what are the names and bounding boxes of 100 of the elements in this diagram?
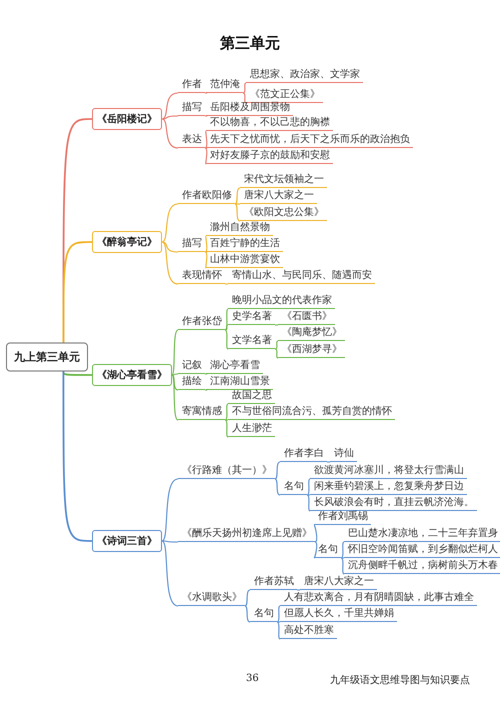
connector-line bbox=[162, 478, 178, 542]
connector-line bbox=[204, 130, 208, 148]
connector-line bbox=[162, 118, 178, 149]
subtopic-label: 名句 bbox=[250, 608, 277, 622]
subtopic-label: 作者苏轼 bbox=[250, 576, 297, 590]
page-number: 36 bbox=[246, 673, 259, 684]
connector-line bbox=[306, 478, 310, 496]
topic-box: 《湖心亭看雪》 bbox=[92, 364, 172, 386]
subtopic-label: 对好友滕子京的鼓励和安慰 bbox=[206, 150, 333, 164]
connector-line bbox=[277, 621, 280, 623]
subtopic-label: 人有悲欢离合，月有阴晴圆缺，此事古难全 bbox=[280, 592, 477, 606]
subtopic-label: 高处不胜寒 bbox=[280, 625, 337, 639]
subtopic-label: 人生渺茫 bbox=[228, 423, 275, 437]
subtopic-label: 名句 bbox=[280, 481, 307, 495]
subtopic-label: 《石匮书》 bbox=[278, 311, 335, 325]
connector-line bbox=[306, 494, 310, 512]
subtopic-label: 描写 bbox=[178, 238, 205, 252]
subtopic-label: 文学名著 bbox=[228, 335, 275, 349]
connector-line bbox=[297, 589, 300, 591]
connector-line bbox=[204, 148, 208, 164]
connector-line bbox=[224, 324, 228, 331]
connector-line bbox=[234, 188, 240, 204]
subtopic-label: 怀旧空吟闻笛赋，到乡翻似烂柯人 bbox=[344, 544, 500, 558]
subtopic-label: 作者刘禹锡 bbox=[314, 511, 371, 525]
subtopic-label: 故国之思 bbox=[228, 390, 275, 404]
subtopic-label: 描写 bbox=[178, 102, 205, 116]
connector-line bbox=[162, 540, 178, 607]
footer-text: 九年级语文思维导图与知识要点 bbox=[330, 674, 470, 687]
connector-line bbox=[274, 340, 278, 350]
connector-line bbox=[204, 252, 208, 268]
subtopic-label: 巴山楚水凄凉地，二十三年弃置身 bbox=[344, 528, 500, 542]
subtopic-label: 史学名著 bbox=[228, 311, 275, 325]
subtopic-label: 作者 bbox=[178, 79, 205, 93]
connector-line bbox=[162, 241, 178, 253]
subtopic-label: 但愿人长久，千里共婵娟 bbox=[280, 608, 397, 622]
subtopic-label: 岳阳楼及周围景物 bbox=[206, 102, 293, 116]
subtopic-label: 诗仙 bbox=[330, 448, 357, 462]
subtopic-label: 思想家、政治家、文学家 bbox=[246, 69, 363, 83]
connector-line bbox=[275, 324, 278, 326]
subtopic-label: 表现情怀 bbox=[178, 270, 225, 284]
subtopic-label: 名句 bbox=[314, 544, 341, 558]
subtopic-label: 《行路难（其一）》 bbox=[178, 465, 275, 479]
connector-line bbox=[307, 494, 310, 496]
connector-line bbox=[274, 348, 278, 358]
page-title: 第三单元 bbox=[220, 34, 280, 53]
connector-line bbox=[244, 606, 250, 622]
connector-line bbox=[62, 371, 92, 376]
connector-line bbox=[314, 542, 318, 558]
subtopic-label: 《水调歌头》 bbox=[178, 592, 245, 606]
connector-line bbox=[341, 557, 344, 559]
connector-line bbox=[274, 462, 280, 480]
subtopic-label: 宋代文坛领袖之一 bbox=[240, 174, 327, 188]
subtopic-label: 记叙 bbox=[178, 360, 205, 374]
connector-line bbox=[172, 330, 178, 376]
connector-line bbox=[327, 461, 330, 463]
subtopic-label: 寄寓情感 bbox=[178, 406, 225, 420]
connector-line bbox=[340, 542, 344, 558]
connector-line bbox=[172, 374, 178, 420]
subtopic-label: 《范文正公集》 bbox=[246, 89, 323, 103]
connector-line bbox=[274, 478, 280, 496]
topic-box: 《岳阳楼记》 bbox=[92, 108, 162, 130]
subtopic-label: 《酬乐天扬州初逢席上见赠》 bbox=[178, 528, 315, 542]
connector-line bbox=[242, 92, 246, 104]
connector-line bbox=[340, 558, 344, 574]
subtopic-label: 《西湖梦寻》 bbox=[278, 344, 345, 358]
connector-line bbox=[224, 308, 228, 330]
connector-line bbox=[225, 283, 228, 285]
topic-box: 《醉翁亭记》 bbox=[92, 231, 162, 253]
subtopic-label: 欲渡黄河冰塞川，将登太行雪满山 bbox=[310, 465, 467, 479]
subtopic-label: 江南湖山雪景 bbox=[206, 376, 273, 390]
subtopic-label: 作者张岱 bbox=[178, 316, 225, 330]
subtopic-label: 范仲淹 bbox=[206, 79, 243, 93]
subtopic-label: 沉舟侧畔千帆过，病树前头万木春 bbox=[344, 560, 500, 574]
subtopic-label: 唐宋八大家之一 bbox=[240, 190, 317, 204]
subtopic-label: 闲来垂钓碧溪上，忽复乘舟梦日边 bbox=[310, 481, 467, 495]
connector-line bbox=[205, 251, 206, 253]
subtopic-label: 百姓宁静的生活 bbox=[206, 238, 283, 252]
connector-line bbox=[62, 372, 92, 542]
connector-line bbox=[244, 590, 250, 606]
connector-line bbox=[224, 420, 228, 438]
connector-line bbox=[162, 203, 178, 242]
subtopic-label: 不与世俗同流合污、孤芳自赏的情怀 bbox=[228, 406, 395, 420]
connector-line bbox=[172, 374, 178, 391]
connector-line bbox=[224, 404, 228, 420]
subtopic-label: 描绘 bbox=[178, 376, 205, 390]
subtopic-label: 先天下之忧而忧，后天下之乐而乐的政治抱负 bbox=[206, 134, 413, 148]
connector-line bbox=[162, 540, 178, 543]
connector-line bbox=[162, 92, 178, 120]
connector-line bbox=[234, 204, 240, 222]
subtopic-label: 山林中游赏宴饮 bbox=[206, 254, 283, 268]
topic-box: 《诗词三首》 bbox=[92, 530, 162, 552]
subtopic-label: 《陶庵梦忆》 bbox=[278, 327, 345, 341]
connector-line bbox=[314, 524, 318, 542]
subtopic-label: 唐宋八大家之一 bbox=[300, 576, 377, 590]
connector-line bbox=[225, 419, 228, 421]
subtopic-label: 长风破浪会有时，直挂云帆济沧海。 bbox=[310, 497, 477, 511]
subtopic-label: 表达 bbox=[178, 134, 205, 148]
subtopic-label: 不以物喜，不以己悲的胸襟 bbox=[206, 117, 333, 131]
central-topic-box: 九上第三单元 bbox=[6, 342, 88, 372]
subtopic-label: 作者欧阳修 bbox=[178, 190, 235, 204]
